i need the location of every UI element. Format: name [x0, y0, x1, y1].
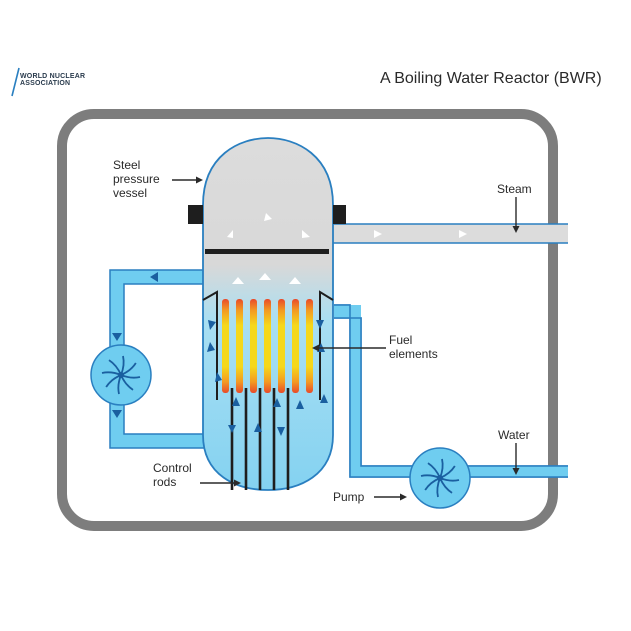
pump-impeller-icon — [420, 458, 460, 498]
steam-arrow-icon — [289, 277, 301, 284]
vessel-flange-left — [188, 205, 203, 224]
logo — [11, 67, 20, 97]
label-control-rods: Control rods — [153, 461, 192, 489]
steam-arrow-icon — [459, 230, 467, 238]
steam-arrow-icon — [259, 273, 271, 280]
label-control-line2: rods — [153, 475, 177, 489]
core-shroud — [202, 290, 334, 400]
label-pump: Pump — [333, 490, 365, 504]
flow-arrow-icon — [112, 410, 122, 418]
containment-building — [57, 109, 558, 531]
label-fuel-line1: Fuel — [389, 333, 413, 347]
steam-line — [326, 223, 568, 244]
feedwater-pump — [409, 447, 471, 509]
label-vessel-line2: pressure — [113, 172, 160, 186]
flow-arrow-icon — [112, 333, 122, 341]
diagram-title: A Boiling Water Reactor (BWR) — [380, 70, 602, 87]
label-fuel-line2: elements — [389, 347, 438, 361]
label-steam: Steam — [497, 182, 532, 196]
steam-separator — [205, 249, 329, 254]
callout-arrows — [172, 176, 520, 501]
steam-arrow-icon — [264, 213, 272, 221]
logo-line2: ASSOCIATION — [20, 80, 71, 87]
steam-arrow-icon — [302, 230, 310, 238]
pump-impeller-icon — [101, 355, 141, 395]
recirculation-pump — [90, 344, 152, 406]
fuel-elements — [222, 299, 313, 393]
logo-text: WORLD NUCLEAR ASSOCIATION — [20, 73, 85, 87]
label-water: Water — [498, 428, 530, 442]
steam-arrow-icon — [232, 277, 244, 284]
logo-line1: WORLD NUCLEAR — [20, 73, 86, 80]
water-flow-arrows — [207, 320, 328, 436]
label-control-line1: Control — [153, 461, 192, 475]
steam-arrow-icon — [374, 230, 382, 238]
label-vessel-line1: Steel — [113, 158, 141, 172]
vessel-flange-right — [333, 205, 346, 224]
logo-slash-icon — [11, 67, 20, 97]
label-vessel: Steel pressure vessel — [113, 158, 160, 200]
vessel-flow-arrows — [227, 213, 467, 284]
steam-arrow-icon — [227, 230, 233, 238]
recirculation-loop — [109, 269, 206, 449]
flow-arrow-icon — [150, 272, 158, 282]
label-vessel-line3: vessel — [113, 186, 148, 200]
label-fuel: Fuel elements — [389, 333, 438, 361]
